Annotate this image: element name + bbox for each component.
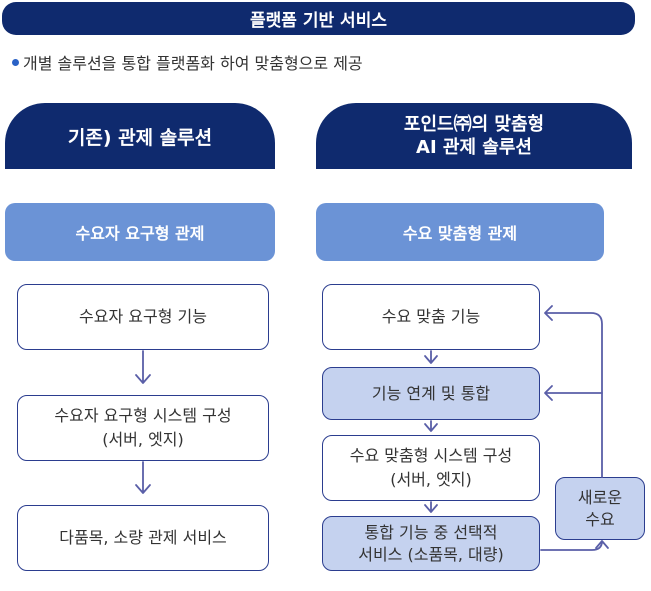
subtitle: 개별 솔루션을 통합 플랫폼화 하여 맞춤형으로 제공: [12, 50, 363, 74]
right-step-1-line1: 수요 맞춤 기능: [381, 307, 481, 326]
right-step-2-line1: 기능 연계 및 통합: [371, 383, 491, 403]
right-step-2: 기능 연계 및 통합: [322, 367, 540, 420]
left-step-3: 다품목, 소량 관제 서비스: [17, 505, 269, 571]
right-header: 포인드㈜의 맞춤형 AI 관제 솔루션: [316, 103, 632, 169]
new-demand-line2: 수요: [585, 509, 615, 529]
arrow-right-3: [424, 501, 438, 513]
left-step-2: 수요자 요구형 시스템 구성 (서버, 엣지): [17, 395, 269, 461]
bullet-icon: [12, 58, 19, 66]
left-category: 수요자 요구형 관제: [5, 203, 275, 261]
page-title: 플랫폼 기반 서비스: [250, 11, 387, 31]
right-category-label: 수요 맞춤형 관제: [402, 224, 518, 243]
left-header-text: 기존) 관제 솔루션: [67, 126, 213, 149]
arrow-right-1: [424, 350, 438, 364]
feedback-up-path: [544, 305, 603, 478]
right-step-3-line2: (서버, 엣지): [390, 470, 472, 489]
left-header: 기존) 관제 솔루션: [5, 103, 275, 169]
title-bar: 플랫폼 기반 서비스: [2, 2, 635, 35]
left-step-2-line2: (서버, 엣지): [102, 430, 184, 449]
subtitle-text: 개별 솔루션을 통합 플랫폼화 하여 맞춤형으로 제공: [23, 54, 363, 73]
feedback-mid-arrow: [544, 385, 603, 401]
right-step-4-line2: 서비스 (소품목, 대량): [358, 544, 504, 564]
arrow-right-2: [424, 420, 438, 432]
right-step-3: 수요 맞춤형 시스템 구성 (서버, 엣지): [322, 435, 540, 501]
left-step-3-line1: 다품목, 소량 관제 서비스: [59, 528, 227, 547]
right-step-4-line1: 통합 기능 중 선택적: [364, 522, 498, 542]
right-header-line2: AI 관제 솔루션: [416, 137, 532, 158]
right-category: 수요 맞춤형 관제: [316, 203, 604, 261]
left-step-2-line1: 수요자 요구형 시스템 구성: [54, 406, 232, 425]
right-step-4: 통합 기능 중 선택적 서비스 (소품목, 대량): [322, 516, 540, 571]
left-category-label: 수요자 요구형 관제: [75, 224, 205, 243]
left-step-1: 수요자 요구형 기능: [17, 284, 269, 350]
left-step-1-line1: 수요자 요구형 기능: [79, 307, 207, 326]
arrow-left-2: [135, 461, 151, 494]
arrow-left-1: [135, 350, 151, 384]
new-demand-box: 새로운 수요: [555, 477, 645, 540]
new-demand-line1: 새로운: [577, 487, 623, 507]
right-step-1: 수요 맞춤 기능: [322, 284, 540, 350]
right-step-3-line1: 수요 맞춤형 시스템 구성: [349, 446, 513, 465]
feedback-bottom-path: [540, 540, 609, 551]
right-header-line1: 포인드㈜의 맞춤형: [403, 114, 545, 135]
